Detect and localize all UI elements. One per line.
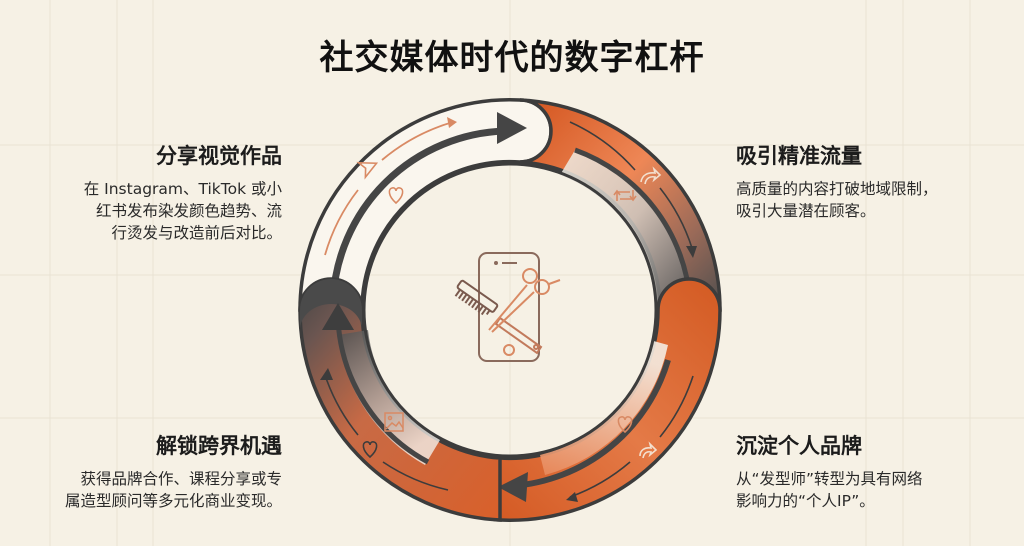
- body-line: 红书发布染发颜色趋势、流: [95, 202, 282, 220]
- heart-icon: [617, 416, 633, 434]
- body-line: 获得品牌合作、课程分享或专: [80, 470, 282, 488]
- step-crossover-opportunities: 解锁跨界机遇 获得品牌合作、课程分享或专 属造型顾问等多元化商业变现。: [12, 430, 282, 512]
- phone-with-comb-and-scissors-icon: [454, 252, 561, 362]
- image-icon: [384, 412, 404, 432]
- body-line: 行烫发与改造前后对比。: [111, 224, 282, 242]
- body-line: 属造型顾问等多元化商业变现。: [64, 492, 282, 510]
- inner-circle: [362, 162, 658, 458]
- step-share-visual-works: 分享视觉作品 在 Instagram、TikTok 或小 红书发布染发颜色趋势、…: [32, 140, 282, 244]
- step-heading: 吸引精准流量: [736, 144, 862, 168]
- step-body: 获得品牌合作、课程分享或专 属造型顾问等多元化商业变现。: [12, 468, 282, 512]
- body-line: 在 Instagram、TikTok 或小: [83, 180, 282, 198]
- segment-personal-brand: [467, 277, 722, 522]
- step-body: 在 Instagram、TikTok 或小 红书发布染发颜色趋势、流 行烫发与改…: [32, 178, 282, 244]
- step-attract-traffic: 吸引精准流量 高质量的内容打破地域限制， 吸引大量潜在顾客。: [736, 140, 1006, 222]
- step-heading: 分享视觉作品: [156, 144, 282, 168]
- step-heading: 解锁跨界机遇: [156, 434, 282, 458]
- page-title: 社交媒体时代的数字杠杆: [319, 38, 705, 78]
- body-line: 高质量的内容打破地域限制，: [736, 180, 938, 198]
- step-personal-brand: 沉淀个人品牌 从“发型师”转型为具有网络 影响力的“个人IP”。: [736, 430, 1006, 512]
- step-body: 从“发型师”转型为具有网络 影响力的“个人IP”。: [736, 468, 1006, 512]
- body-line: 影响力的“个人IP”。: [736, 492, 875, 510]
- repost-icon: [613, 189, 637, 202]
- share-icon: [639, 441, 658, 459]
- step-body: 高质量的内容打破地域限制， 吸引大量潜在顾客。: [736, 178, 1006, 222]
- segment-share-visual: [298, 98, 553, 312]
- segment-crossover-opportunities: [298, 277, 502, 522]
- step-heading: 沉淀个人品牌: [736, 434, 862, 458]
- share-icon: [640, 166, 662, 185]
- heart-icon: [362, 441, 378, 459]
- body-line: 从“发型师”转型为具有网络: [736, 470, 923, 488]
- body-line: 吸引大量潜在顾客。: [736, 202, 876, 220]
- send-icon: [356, 161, 379, 180]
- heart-icon: [388, 187, 404, 205]
